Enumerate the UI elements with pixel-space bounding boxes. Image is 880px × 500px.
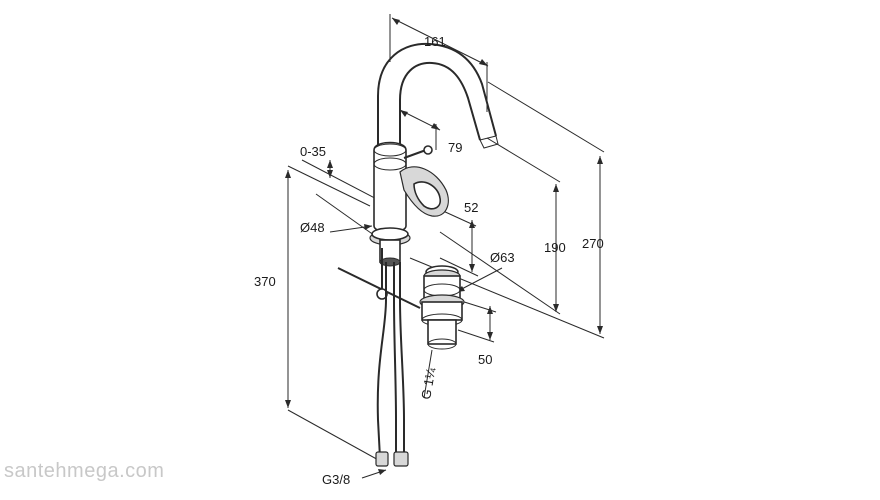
dim-63: Ø63 (490, 250, 515, 265)
dimension-labels: 161 79 0-35 52 Ø48 270 190 370 Ø63 50 G … (254, 34, 604, 487)
dim-370: 370 (254, 274, 276, 289)
drain-waste (419, 265, 465, 350)
dim-48: Ø48 (300, 220, 325, 235)
faucet-base (369, 227, 411, 267)
dim-270: 270 (582, 236, 604, 251)
dim-190: 190 (544, 240, 566, 255)
dim-g-1-1-4: G 1¼ (418, 366, 438, 400)
dim-0-35: 0-35 (300, 144, 326, 159)
faucet-body (373, 141, 449, 233)
dim-50: 50 (478, 352, 492, 367)
faucet-spout (377, 42, 499, 150)
pop-up-rod (337, 248, 421, 309)
dim-52: 52 (464, 200, 478, 215)
watermark: santehmega.com (4, 460, 165, 482)
dim-79: 79 (448, 140, 462, 155)
dimension-arrows (285, 18, 603, 475)
dim-161: 161 (424, 34, 446, 49)
supply-hoses (375, 262, 409, 467)
dim-g3-8: G3/8 (322, 472, 350, 487)
